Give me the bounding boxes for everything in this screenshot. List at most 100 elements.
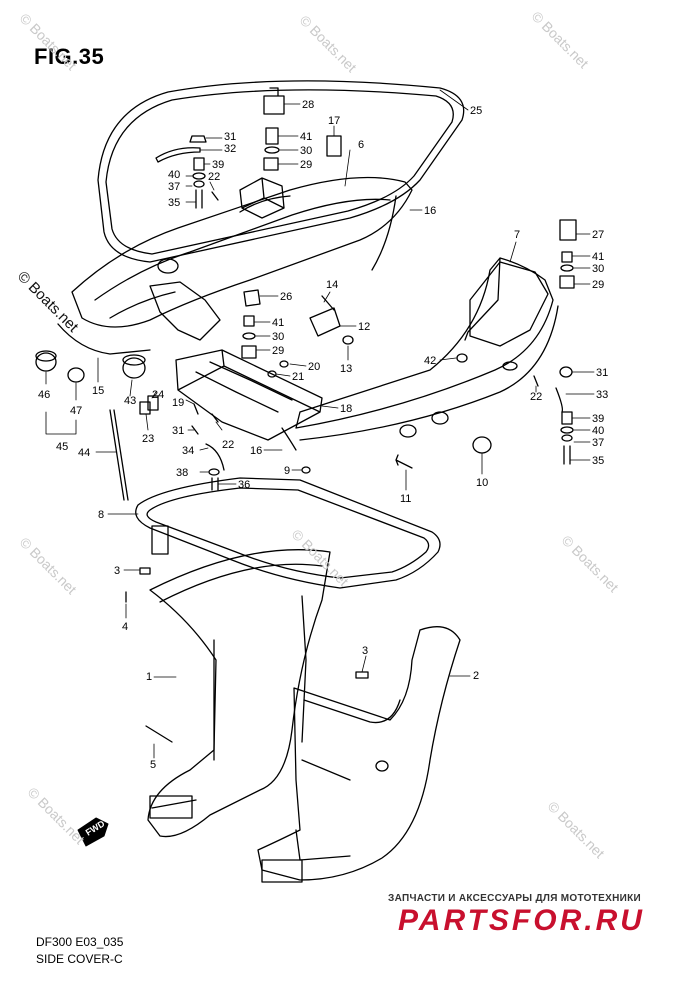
section-name: SIDE COVER-C bbox=[36, 952, 123, 966]
side-cover-2-vent bbox=[261, 859, 303, 883]
rear-panel-7-recess bbox=[469, 261, 549, 347]
callout-labels: 1 2 3 3 4 5 6 7 8 9 10 11 12 13 14 15 16… bbox=[38, 99, 608, 771]
bolt-35b bbox=[563, 445, 571, 465]
callout-28: 28 bbox=[302, 99, 314, 111]
callout-37a: 37 bbox=[168, 181, 180, 193]
spacer-39a bbox=[193, 157, 205, 171]
bracket-32 bbox=[155, 147, 201, 163]
callout-10: 10 bbox=[476, 477, 488, 489]
fwd-arrow bbox=[77, 817, 109, 847]
leader-24 bbox=[151, 391, 157, 399]
leader-7 bbox=[509, 241, 517, 263]
leader-3b bbox=[361, 655, 367, 673]
brand-tagline: ЗАПЧАСТИ И АКСЕССУАРЫ ДЛЯ МОТОТЕХНИКИ bbox=[388, 893, 641, 904]
callout-23: 23 bbox=[142, 433, 154, 445]
leader-22a bbox=[209, 181, 215, 191]
lock-26 bbox=[243, 289, 261, 307]
leader-19 bbox=[185, 399, 195, 405]
washer-37a bbox=[193, 180, 205, 188]
strip-16-upper bbox=[371, 195, 397, 271]
cable-tie-44 bbox=[109, 409, 129, 501]
callout-31a: 31 bbox=[224, 131, 236, 143]
upper-frame bbox=[71, 176, 413, 328]
callout-39a: 39 bbox=[212, 159, 224, 171]
callout-30a: 30 bbox=[300, 145, 312, 157]
frame-tab bbox=[149, 281, 221, 341]
washer-40b bbox=[560, 426, 574, 434]
callout-22a: 22 bbox=[208, 171, 220, 183]
callout-29a: 29 bbox=[300, 159, 312, 171]
bolt-5 bbox=[145, 725, 173, 743]
leader-18 bbox=[321, 405, 339, 409]
callout-11: 11 bbox=[400, 493, 411, 505]
callout-35a: 35 bbox=[168, 197, 180, 209]
model-code: DF300 E03_035 bbox=[36, 935, 124, 949]
bolt-19 bbox=[193, 403, 199, 415]
spring-41a bbox=[265, 127, 279, 145]
spacer-39b bbox=[561, 411, 573, 425]
callout-30c: 30 bbox=[272, 331, 284, 343]
callout-45: 45 bbox=[56, 441, 68, 453]
nut-13 bbox=[342, 335, 354, 345]
gasket-8 bbox=[135, 477, 441, 589]
bolt-22b bbox=[211, 413, 219, 423]
label-17 bbox=[326, 135, 342, 157]
callout-43: 43 bbox=[124, 395, 136, 407]
callout-16b: 16 bbox=[250, 445, 262, 457]
bolt-22c bbox=[533, 375, 539, 387]
clip-3 bbox=[139, 567, 151, 575]
callout-1: 1 bbox=[146, 671, 152, 683]
washer-30c bbox=[242, 332, 256, 340]
bolt-35a bbox=[195, 189, 203, 209]
rear-panel-hole-c bbox=[502, 361, 518, 371]
leader-20 bbox=[289, 363, 307, 367]
grommet-46-rim bbox=[35, 350, 57, 362]
bushing-29b bbox=[559, 275, 575, 289]
callout-29c: 29 bbox=[272, 345, 284, 357]
plug-47 bbox=[67, 367, 85, 383]
leader-42 bbox=[439, 357, 457, 361]
bolt-22a bbox=[211, 191, 219, 201]
rear-panel-7-lip bbox=[299, 257, 559, 441]
side-cover-1 bbox=[147, 549, 331, 838]
washer-30a bbox=[264, 146, 280, 154]
callout-31c: 31 bbox=[172, 425, 184, 437]
intake-18 bbox=[175, 349, 323, 441]
bushing-29c bbox=[241, 345, 257, 359]
callout-40b: 40 bbox=[592, 425, 604, 437]
callout-5: 5 bbox=[150, 759, 156, 771]
callout-41c: 41 bbox=[272, 317, 284, 329]
callout-35b: 35 bbox=[592, 455, 604, 467]
bushing-29a bbox=[263, 157, 279, 171]
callout-41a: 41 bbox=[300, 131, 312, 143]
callout-22b: 22 bbox=[222, 439, 234, 451]
side-cover-1-stay bbox=[301, 595, 307, 743]
callout-8: 8 bbox=[98, 509, 104, 521]
gasket-8-inner bbox=[146, 487, 430, 579]
bracket-6 bbox=[239, 177, 285, 219]
callout-19: 19 bbox=[172, 397, 184, 409]
nut-9 bbox=[301, 466, 311, 474]
washer-37b bbox=[561, 434, 573, 442]
hose-15 bbox=[57, 323, 151, 355]
spring-41c bbox=[243, 315, 255, 327]
callout-21: 21 bbox=[292, 371, 304, 383]
grommet-43-rim bbox=[122, 354, 146, 366]
callout-17: 17 bbox=[328, 115, 340, 127]
callout-40a: 40 bbox=[168, 169, 180, 181]
callout-3b: 3 bbox=[362, 645, 368, 657]
callout-9: 9 bbox=[284, 465, 290, 477]
washer-30b bbox=[560, 264, 574, 272]
bolt-11 bbox=[395, 454, 413, 469]
seal-ring-25 bbox=[97, 80, 465, 263]
gasket-post bbox=[151, 525, 169, 555]
bolt-31c bbox=[191, 425, 199, 435]
side-cover-2-hole bbox=[375, 760, 389, 772]
bolt-36 bbox=[211, 477, 219, 491]
spring-41b bbox=[561, 251, 573, 263]
callout-42: 42 bbox=[424, 355, 436, 367]
callout-34: 34 bbox=[182, 445, 194, 457]
leader-25 bbox=[439, 89, 469, 111]
callout-39b: 39 bbox=[592, 413, 604, 425]
